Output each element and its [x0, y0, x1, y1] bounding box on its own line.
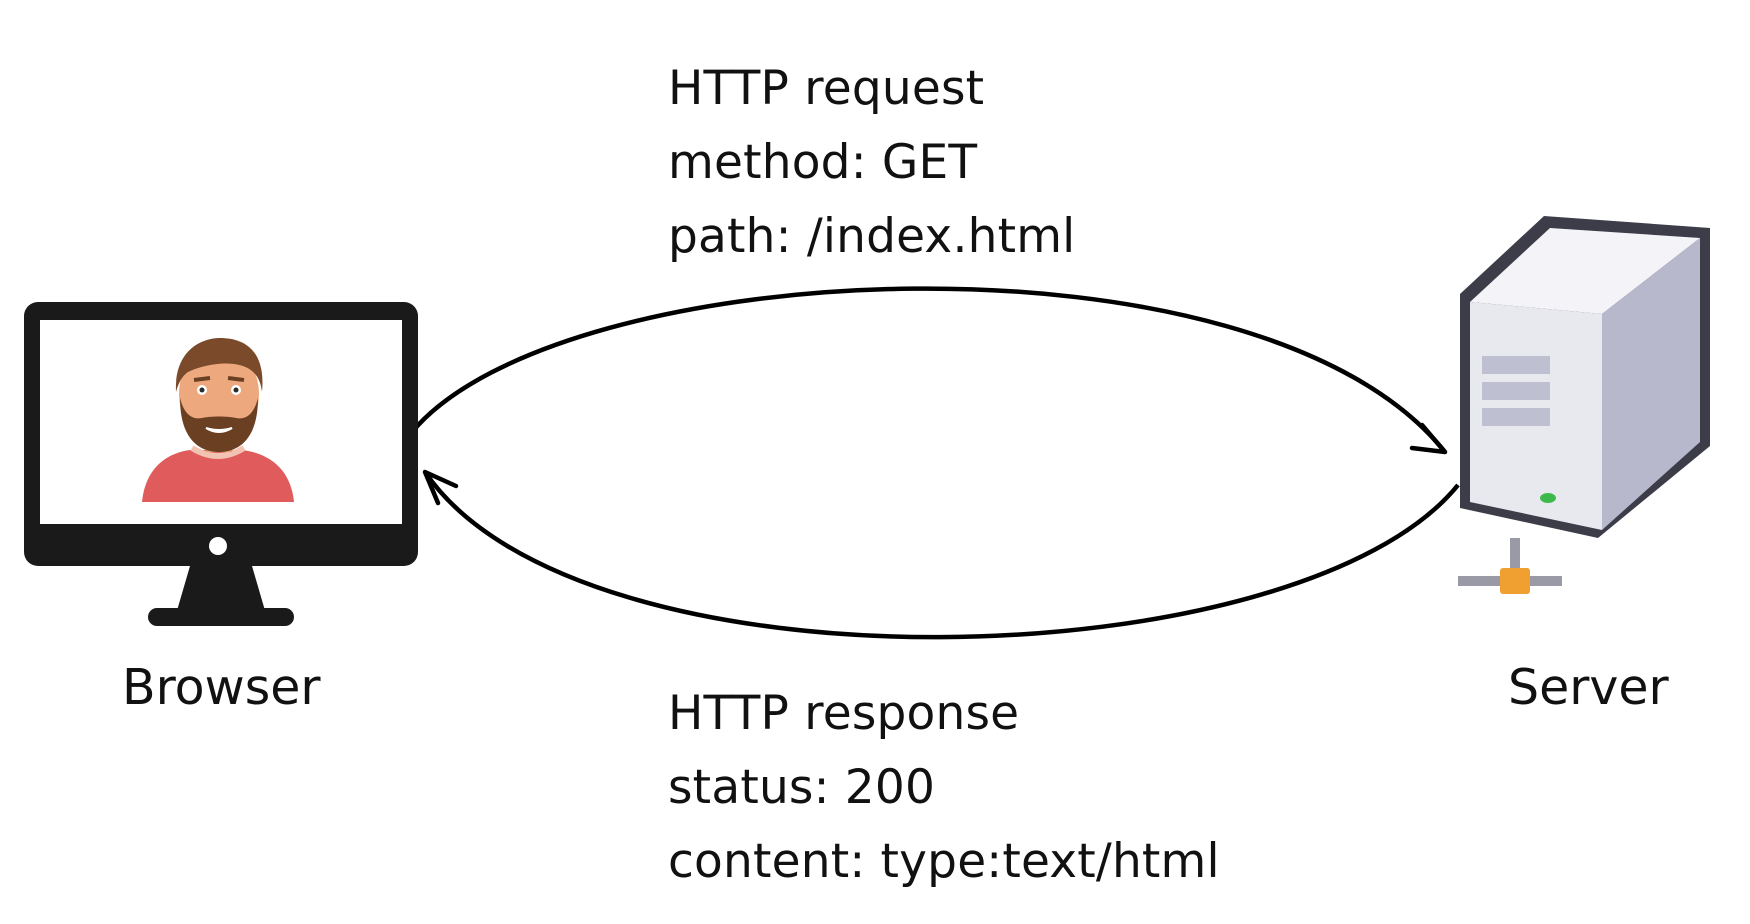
monitor-icon — [24, 302, 418, 626]
request-title: HTTP request — [668, 61, 985, 116]
server-label: Server — [1508, 659, 1669, 716]
request-arrowhead — [1409, 422, 1448, 455]
server-tower-icon — [1458, 216, 1710, 594]
response-content: content: type:text/html — [668, 834, 1220, 889]
request-method: method: GET — [668, 135, 978, 190]
response-arrowhead — [422, 469, 459, 506]
response-title: HTTP response — [668, 686, 1020, 741]
status-led-icon — [1540, 493, 1556, 503]
response-arrow — [423, 470, 1460, 640]
response-status: status: 200 — [668, 760, 936, 815]
browser-label: Browser — [122, 659, 321, 716]
request-path: path: /index.html — [668, 209, 1076, 264]
user-avatar-icon — [142, 338, 294, 502]
request-details: HTTP request method: GET path: /index.ht… — [668, 52, 1075, 274]
request-arrow — [410, 286, 1447, 454]
response-details: HTTP response status: 200 content: type:… — [668, 677, 1220, 899]
network-connector-icon — [1500, 568, 1530, 594]
